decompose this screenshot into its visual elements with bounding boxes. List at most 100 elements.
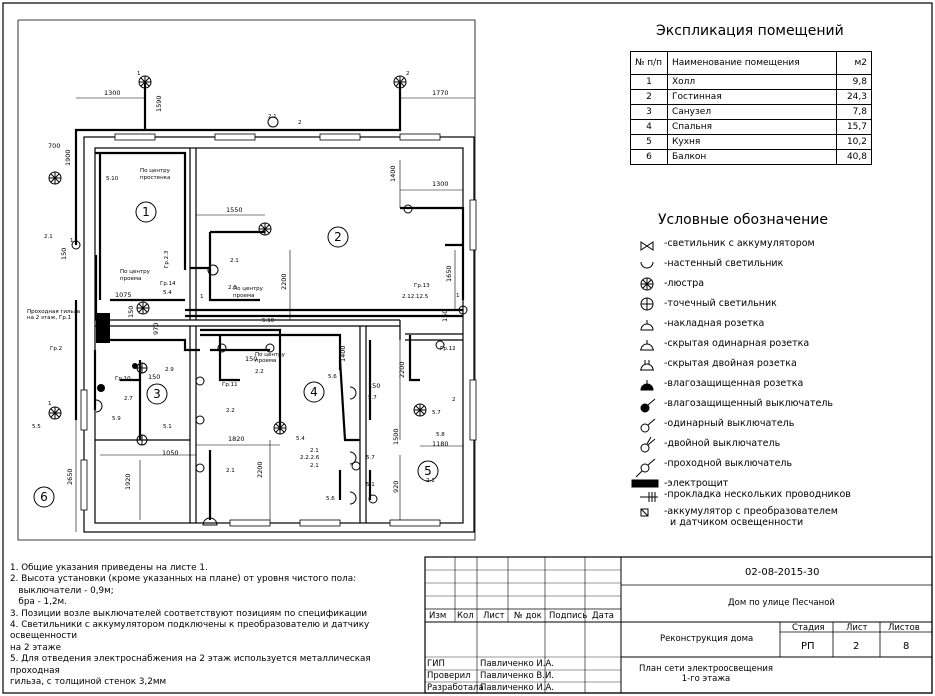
- balcony-outline: [17, 19, 476, 541]
- dim-2650: 2650: [66, 468, 74, 485]
- role-checked: Проверил: [427, 671, 471, 681]
- svg-text:2.1: 2.1: [228, 285, 237, 291]
- svg-text:2.2.2.6: 2.2.2.6: [300, 455, 320, 461]
- dimension-text: 1300 1590 1770 700 1900 1400 1300 1550 2…: [48, 89, 453, 493]
- explication-header-name: Наименование помещения: [667, 51, 837, 75]
- svg-text:2: 2: [452, 397, 456, 403]
- legend-item: -люстра: [664, 278, 705, 289]
- dim-1590: 1590: [155, 95, 163, 112]
- svg-text:5.10: 5.10: [262, 318, 275, 324]
- legend-title: Условные обозначение: [658, 212, 828, 228]
- svg-text:По центру: По центру: [140, 168, 171, 174]
- room-6-number: 6: [40, 490, 48, 504]
- table-row: 2 Гостинная 24,3: [630, 89, 872, 105]
- col-doc: № док: [514, 611, 542, 621]
- svg-text:По центру: По центру: [120, 269, 151, 275]
- legend-item: -накладная розетка: [664, 318, 765, 329]
- svg-text:По центру: По центру: [233, 286, 264, 292]
- waterproof-socket-icon: [640, 380, 654, 391]
- table-row: 6 Балкон 40,8: [630, 149, 872, 165]
- legend-item: -проходной выключатель: [664, 458, 793, 469]
- spot-light-icon: [640, 297, 654, 311]
- sheets-label: Листов: [888, 623, 920, 633]
- svg-text:2.2: 2.2: [255, 369, 264, 375]
- table-row: 5 Кухня 10,2: [630, 134, 872, 150]
- svg-text:5.8: 5.8: [436, 432, 445, 438]
- svg-text:2: 2: [406, 71, 410, 77]
- svg-text:2: 2: [298, 120, 302, 126]
- svg-text:простенка: простенка: [140, 175, 170, 181]
- electrical-panel: [96, 313, 110, 343]
- svg-text:5.1: 5.1: [366, 482, 375, 488]
- explication-table: № п/п Наименование помещения м2 1 Холл 9…: [630, 51, 872, 165]
- svg-text:5.4: 5.4: [296, 436, 305, 442]
- room-1-number: 1: [142, 205, 150, 219]
- legend-item: -влагозащищенная розетка: [664, 378, 804, 389]
- svg-text:5.7: 5.7: [366, 455, 375, 461]
- svg-text:2.7: 2.7: [124, 396, 133, 402]
- legend-item: -скрытая двойная розетка: [664, 358, 797, 369]
- house-walls: [83, 136, 475, 533]
- dim-700: 700: [48, 142, 60, 150]
- svg-text:2.12.12.5: 2.12.12.5: [402, 294, 429, 300]
- room-5-number: 5: [424, 464, 432, 478]
- doc-code: 02-08-2015-30: [745, 567, 820, 578]
- role-developed: Разработала: [427, 683, 484, 693]
- stage-label: Стадия: [792, 623, 825, 633]
- svg-text:1: 1: [200, 294, 204, 300]
- table-row: 4 Спальня 15,7: [630, 119, 872, 135]
- legend-item: -одинарный выключатель: [664, 418, 795, 429]
- windows: [80, 133, 477, 527]
- table-row: 3 Санузел 7,8: [630, 104, 872, 120]
- svg-text:2.1: 2.1: [230, 258, 239, 264]
- legend-item: -точечный светильник: [664, 298, 777, 309]
- svg-text:1: 1: [48, 401, 52, 407]
- title-block-frame: [424, 556, 933, 694]
- svg-text:5.4: 5.4: [163, 290, 172, 296]
- svg-text:Гр.2: Гр.2: [50, 346, 62, 352]
- dim-1500: 1500: [392, 428, 400, 445]
- svg-text:Гр.10: Гр.10: [115, 376, 131, 382]
- svg-text:1: 1: [70, 238, 74, 244]
- dim-2200c: 2200: [256, 461, 264, 478]
- waterproof-switch-icon: [640, 398, 656, 413]
- dimension-lines: [75, 97, 475, 532]
- pass-switch-icon: [635, 458, 656, 478]
- waterproof-items: [97, 363, 138, 392]
- sheet-label: Лист: [846, 623, 868, 633]
- dim-150f: 150: [368, 382, 380, 390]
- double-switch-icon: [640, 436, 656, 453]
- explication-header-area: м2: [836, 51, 872, 75]
- hidden-single-socket-icon: [640, 340, 654, 351]
- legend-item: -двойной выключатель: [664, 438, 781, 449]
- legend-item: -влагозащищенный выключатель: [664, 398, 834, 409]
- wall-lamp-icon: [640, 261, 654, 269]
- dim-1300b: 1300: [432, 180, 449, 188]
- sheet-title: План сети электроосвещения 1-го этажа: [639, 664, 773, 684]
- dim-1900: 1900: [64, 149, 72, 166]
- single-switch-icon: [640, 418, 656, 433]
- svg-text:2.9: 2.9: [165, 367, 174, 373]
- col-count: Кол: [457, 611, 474, 621]
- stage-value: РП: [801, 641, 815, 652]
- svg-text:на 2 этаж, Гр.1: на 2 этаж, Гр.1: [27, 315, 71, 321]
- svg-text:Гр.14: Гр.14: [160, 281, 176, 287]
- legend-item: -аккумулятор с преобразователем и датчик…: [664, 506, 838, 528]
- fixtures: [48, 75, 468, 526]
- col-date: Дата: [592, 611, 615, 621]
- svg-text:1: 1: [456, 293, 460, 299]
- svg-text:5.5: 5.5: [32, 424, 41, 430]
- hidden-double-socket-icon: [640, 360, 654, 371]
- svg-text:5.7: 5.7: [432, 410, 441, 416]
- object-name: Дом по улице Песчаной: [728, 598, 835, 608]
- svg-text:2.2: 2.2: [226, 408, 235, 414]
- explication-title: Экспликация помещений: [656, 23, 844, 39]
- electrical-panel-icon: [631, 479, 659, 488]
- svg-text:Гр.13: Гр.13: [414, 283, 430, 289]
- dim-150b: 150: [60, 248, 68, 260]
- dim-970: 970: [152, 323, 160, 335]
- project-name: Реконструкция дома: [660, 634, 754, 644]
- legend-item: -настенный светильник: [664, 258, 784, 269]
- dim-1820: 1820: [228, 435, 245, 443]
- svg-text:2.1: 2.1: [268, 114, 277, 120]
